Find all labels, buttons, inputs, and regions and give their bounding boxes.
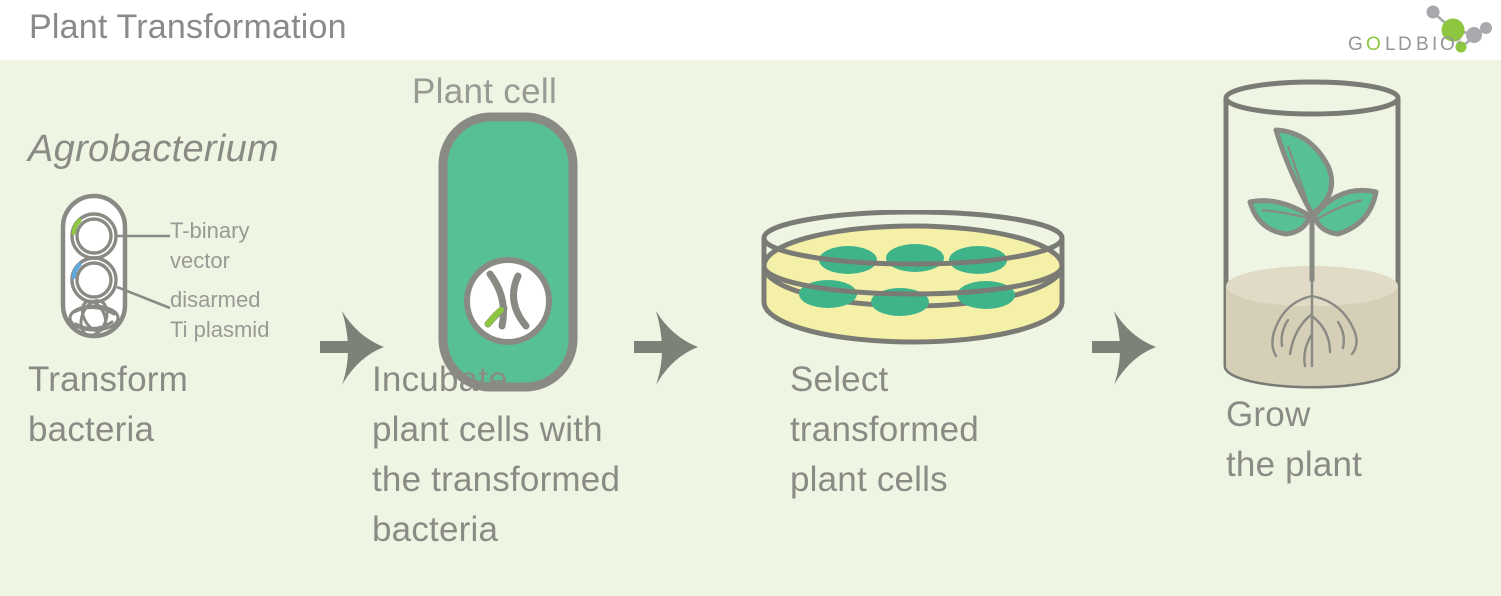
- svg-text:O: O: [1366, 34, 1383, 55]
- arrow-step-1-to-2: [320, 305, 400, 395]
- arrow-step-2-to-3: [634, 305, 714, 395]
- plant-cell-wall: [438, 112, 578, 392]
- plant-roots: [1271, 278, 1358, 368]
- jar-rim: [1223, 79, 1401, 117]
- caption-select-transformed-cells: Select transformed plant cells: [790, 360, 979, 499]
- plant-cell-title: Plant cell: [412, 72, 558, 111]
- figure-plant-cell: [438, 112, 588, 402]
- caption-incubate-plant-cells: Incubate plant cells with the transforme…: [372, 360, 621, 549]
- petri-lid-wall: [761, 238, 1065, 266]
- colony: [886, 244, 944, 272]
- page-title: Plant Transformation: [29, 8, 347, 46]
- svg-text:O: O: [1440, 34, 1457, 55]
- plant-cell-nucleus: [464, 257, 552, 345]
- bacterial-chromosome-coil: [68, 299, 120, 337]
- logo-wordmark: G O L D B I O ®: [1348, 34, 1464, 55]
- label-t-binary-vector: T-binary vector: [170, 218, 250, 273]
- label-disarmed-ti-plasmid: disarmed Ti plasmid: [170, 287, 270, 342]
- caption-transform-bacteria: Transform bacteria: [28, 360, 188, 449]
- svg-text:B: B: [1416, 34, 1431, 55]
- leader-line-disarmed-ti: [116, 285, 171, 310]
- goldbio-logo: G O L D B I O ®: [1343, 2, 1493, 58]
- figure-petri-dish: [748, 209, 1078, 350]
- arrow-step-3-to-4: [1092, 305, 1172, 395]
- svg-text:I: I: [1432, 34, 1440, 55]
- agrobacterium-title: Agrobacterium: [28, 128, 280, 170]
- leaf: [1247, 198, 1313, 237]
- figure-plant-in-jar: [1212, 74, 1412, 394]
- page-header: Plant Transformation G O L D B: [0, 0, 1501, 60]
- svg-text:D: D: [1398, 34, 1414, 55]
- svg-text:L: L: [1385, 34, 1398, 55]
- svg-text:®: ®: [1456, 37, 1464, 46]
- figure-agrobacterium-cell: [48, 192, 298, 342]
- svg-text:G: G: [1348, 34, 1365, 55]
- petri-lid-rim: [761, 265, 1065, 297]
- logo-molecule-icon: [1426, 5, 1492, 53]
- caption-grow-the-plant: Grow the plant: [1226, 395, 1363, 484]
- colony: [957, 281, 1015, 309]
- transgene-marker: [485, 307, 504, 327]
- diagram-canvas: Agrobacterium Plant cell: [0, 60, 1501, 596]
